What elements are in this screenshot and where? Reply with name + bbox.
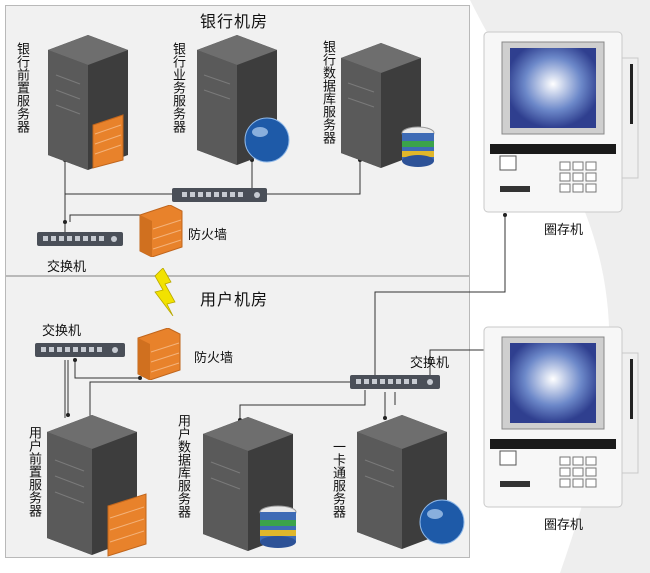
kiosk-terminal-bottom [483, 326, 639, 508]
bank-switch-label: 交换机 [47, 260, 87, 275]
user-room-title: 用户机房 [200, 290, 269, 309]
user-left-switch-icon [35, 343, 125, 357]
card-server-icon [357, 415, 465, 549]
user-db-server-icon [203, 417, 297, 551]
bank-firewall-label: 防火墙 [188, 228, 228, 243]
bank-switch-icon [37, 232, 123, 246]
bank-front-server-label: 银行前置服务器 [14, 42, 29, 133]
bank-front-server-icon [48, 35, 128, 170]
user-left-switch-label: 交换机 [42, 324, 82, 339]
bank-business-server-icon [197, 35, 290, 165]
user-firewall-icon [137, 328, 181, 380]
user-db-server-label: 用户数据库服务器 [175, 414, 190, 518]
user-right-switch-label: 交换机 [410, 356, 450, 371]
bank-db-server-label: 银行数据库服务器 [320, 40, 335, 144]
user-front-server-icon [47, 415, 147, 557]
bank-firewall-icon [139, 205, 183, 257]
card-server-label: 一卡通服务器 [330, 440, 345, 518]
user-front-server-label: 用户前置服务器 [26, 426, 41, 517]
user-firewall-label: 防火墙 [194, 351, 234, 366]
kiosk-bottom-label: 圈存机 [544, 518, 584, 533]
user-right-switch-icon [350, 375, 440, 389]
bank-room-title: 银行机房 [200, 12, 269, 31]
bank-center-switch-icon [172, 188, 267, 202]
kiosk-terminal-top [483, 31, 639, 213]
kiosk-top-label: 圈存机 [544, 223, 584, 238]
lightning-icon [154, 268, 176, 316]
bank-business-server-label: 银行业务服务器 [170, 42, 185, 133]
bank-db-server-icon [341, 43, 435, 168]
